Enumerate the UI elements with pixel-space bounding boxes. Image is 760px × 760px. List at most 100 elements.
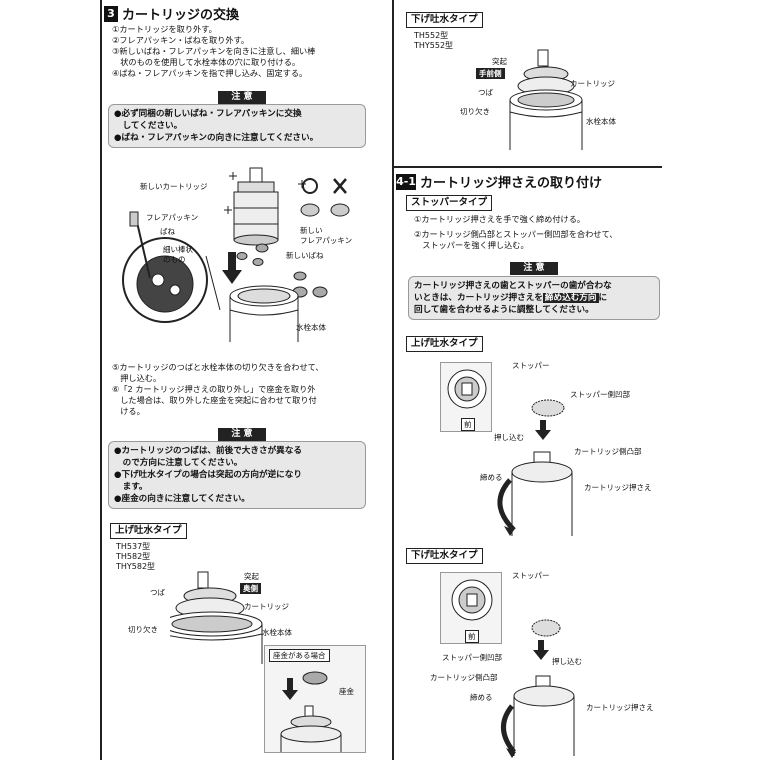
label-stopper: ストッパー bbox=[512, 361, 550, 370]
stopper-type-tag: ストッパータイプ bbox=[406, 195, 493, 211]
model-label: THY552型 bbox=[414, 41, 454, 50]
step-line: ける。 bbox=[112, 406, 145, 416]
step-line: ストッパーを強く押し込む。 bbox=[414, 240, 529, 250]
label-back-side: 奥側 bbox=[240, 583, 261, 594]
caution-line: ●必ず同梱の新しいばね・フレアパッキンに交換 bbox=[114, 109, 302, 119]
left-column bbox=[100, 0, 372, 760]
step-line: した場合は、取り外した座金を突起に合わせて取り付 bbox=[112, 395, 317, 405]
label-cartridge-2: カートリッジ bbox=[570, 79, 615, 88]
caution-line: カートリッジ押さえの歯とストッパーの歯が合わな bbox=[414, 281, 612, 291]
label-front: 前 bbox=[461, 418, 475, 431]
tighten-direction-highlight: 締め込む方向 bbox=[542, 293, 599, 303]
section-41-heading: カートリッジ押さえの取り付け bbox=[420, 176, 603, 191]
label-washer: 座金 bbox=[339, 687, 354, 696]
label-tsuba: つば bbox=[150, 588, 165, 597]
model-label: THY582型 bbox=[116, 562, 156, 571]
label-notch-2: 切り欠き bbox=[460, 107, 490, 116]
right-column bbox=[392, 0, 662, 760]
caution-line: ので方向に注意してください。 bbox=[114, 458, 243, 468]
stopper-top-view-illustration bbox=[447, 369, 487, 409]
label-notch: 切り欠き bbox=[128, 625, 158, 634]
up-type-tag-2: 上げ吐水タイプ bbox=[406, 336, 483, 352]
caution-3-head: 注 意 bbox=[510, 262, 558, 275]
caution-1-box: ●必ず同梱の新しいばね・フレアパッキンに交換 してください。 ●ばね・フレアパッ… bbox=[108, 104, 366, 148]
down-type-tag-2: 下げ吐水タイプ bbox=[406, 548, 483, 564]
caution-text: いときは、カートリッジ押さえを bbox=[414, 293, 543, 303]
label-cartridge: カートリッジ bbox=[244, 602, 289, 611]
label-stopper-recess: ストッパー側凹部 bbox=[570, 390, 630, 399]
label-cartridge-boss-2: カートリッジ側凸部 bbox=[430, 673, 498, 682]
caution-line: ●カートリッジのつばは、前後で大きさが異なる bbox=[114, 446, 302, 456]
step-line: ②フレアパッキン・ばねを取り外す。 bbox=[112, 35, 250, 45]
caution-3-box: カートリッジ押さえの歯とストッパーの歯が合わな いときは、カートリッジ押さえを締… bbox=[408, 276, 660, 320]
label-tsuba-2: つば bbox=[478, 88, 493, 97]
caution-2-box: ●カートリッジのつばは、前後で大きさが異なる ので方向に注意してください。 ●下… bbox=[108, 441, 366, 509]
model-label: TH582型 bbox=[116, 552, 151, 561]
down-type-cartridge-illustration bbox=[509, 49, 583, 150]
caution-line: いときは、カートリッジ押さえを締め込む方向に bbox=[414, 292, 654, 304]
label-spring: ばね bbox=[160, 227, 175, 236]
caution-line: ●ばね・フレアパッキンの向きに注意してください。 bbox=[114, 133, 319, 143]
caution-line: 回して歯を合わせるように調整してください。 bbox=[414, 305, 594, 315]
label-front-side: 手前側 bbox=[476, 68, 505, 79]
label-new-flare-2: フレアパッキン bbox=[300, 236, 353, 245]
step-line: ④ばね・フレアパッキンを指で押し込み、固定する。 bbox=[112, 68, 308, 78]
label-faucet-body-2: 水栓本体 bbox=[262, 628, 292, 637]
section-3-heading: カートリッジの交換 bbox=[122, 8, 240, 23]
stopper-top-view-illustration-2 bbox=[451, 579, 493, 621]
label-thin-rod-1: 細い棒状 bbox=[163, 245, 193, 254]
label-cartridge-holder-2: カートリッジ押さえ bbox=[586, 703, 654, 712]
label-push-in: 押し込む bbox=[494, 433, 524, 442]
step-line: ①カートリッジ押さえを手で強く締め付ける。 bbox=[414, 214, 586, 224]
label-washer-case: 座金がある場合 bbox=[269, 649, 330, 662]
caution-2-head: 注 意 bbox=[218, 428, 266, 441]
section-41-steps: ①カートリッジ押さえを手で強く締め付ける。 ②カートリッジ側凸部とストッパー側凹… bbox=[414, 214, 617, 251]
down-type-tag: 下げ吐水タイプ bbox=[406, 12, 483, 28]
step-line: 状のものを使用して水栓本体の穴に取り付ける。 bbox=[112, 57, 301, 67]
washer-illustration bbox=[280, 671, 342, 752]
cartridge-replacement-illustration bbox=[122, 167, 350, 342]
label-protrusion-2: 突起 bbox=[492, 57, 507, 66]
label-faucet-body-3: 水栓本体 bbox=[586, 117, 616, 126]
label-protrusion: 突起 bbox=[244, 572, 259, 581]
section-41-number: 4-1 bbox=[396, 173, 416, 190]
caution-line: ます。 bbox=[114, 482, 148, 492]
down-type-models: TH552型 THY552型 bbox=[414, 31, 453, 51]
model-label: TH537型 bbox=[116, 542, 151, 551]
label-stopper-recess-2: ストッパー側凹部 bbox=[442, 653, 502, 662]
label-new-flare-1: 新しい bbox=[300, 226, 323, 235]
label-tighten: 締める bbox=[480, 473, 503, 482]
step-line: ⑥「2 カートリッジ押さえの取り外し」で座金を取り外 bbox=[112, 384, 316, 394]
stopper-front-panel: 前 bbox=[440, 362, 492, 432]
label-cartridge-holder: カートリッジ押さえ bbox=[584, 483, 652, 492]
label-thin-rod-2: のもの bbox=[163, 255, 186, 264]
caution-line: ●下げ吐水タイプの場合は突起の方向が逆になり bbox=[114, 470, 302, 480]
step-line: 押し込む。 bbox=[112, 373, 162, 383]
caution-line: してください。 bbox=[114, 121, 183, 131]
caution-line: ●座金の向きに注意してください。 bbox=[114, 494, 250, 504]
label-flare-packing: フレアパッキン bbox=[146, 213, 199, 222]
up-type-models: TH537型 TH582型 THY582型 bbox=[116, 542, 155, 572]
stopper-front-panel-2: 前 bbox=[440, 572, 502, 644]
step-line: ②カートリッジ側凸部とストッパー側凹部を合わせて、 bbox=[414, 229, 618, 239]
washer-panel: 座金がある場合 座金 bbox=[264, 645, 366, 753]
label-push-in-2: 押し込む bbox=[552, 657, 582, 666]
stopper-install-illustration bbox=[497, 399, 573, 536]
section-3-steps: ①カートリッジを取り外す。 ②フレアパッキン・ばねを取り外す。 ③新しいばね・フ… bbox=[112, 24, 315, 79]
label-new-cartridge: 新しいカートリッジ bbox=[140, 182, 208, 191]
label-new-spring: 新しいばね bbox=[286, 251, 324, 260]
label-faucet-body: 水栓本体 bbox=[296, 323, 326, 332]
caution-text: に bbox=[598, 293, 608, 303]
step-line: ⑤カートリッジのつばと水栓本体の切り欠きを合わせて、 bbox=[112, 362, 324, 372]
section-divider bbox=[392, 166, 662, 168]
model-label: TH552型 bbox=[414, 31, 449, 40]
section-3-steps-2: ⑤カートリッジのつばと水栓本体の切り欠きを合わせて、 押し込む。 ⑥「2 カート… bbox=[112, 362, 324, 417]
section-41-title: 4-1 カートリッジ押さえの取り付け bbox=[396, 172, 602, 191]
step-line: ①カートリッジを取り外す。 bbox=[112, 24, 217, 34]
caution-1-head: 注 意 bbox=[218, 91, 266, 104]
section-3-number: 3 bbox=[104, 5, 118, 22]
label-tighten-2: 締める bbox=[470, 693, 493, 702]
stopper-install-illustration-2 bbox=[501, 619, 575, 758]
label-stopper-2: ストッパー bbox=[512, 571, 550, 580]
label-front-2: 前 bbox=[465, 630, 479, 643]
